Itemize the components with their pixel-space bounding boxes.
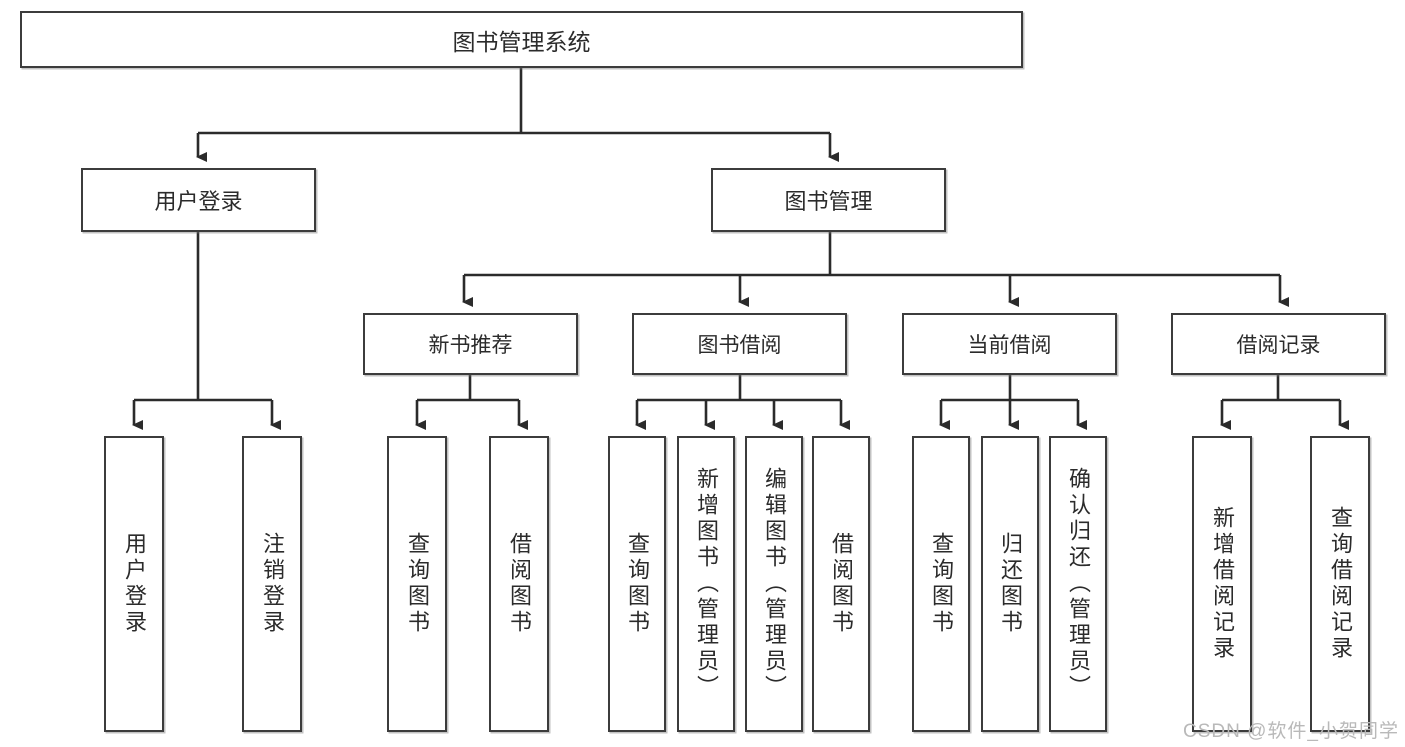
leaf-label: 注销登录: [260, 532, 285, 636]
watermark-csdn: CSDN @软件_小贺同学: [1183, 721, 1399, 742]
leaf-label: 新增图书（管理员）: [694, 467, 719, 701]
node-label: 图书管理系统: [452, 28, 591, 55]
node-book-management[interactable]: 图书管理: [711, 168, 946, 232]
leaf-current-borrow-return-book[interactable]: 归还图书: [981, 436, 1039, 732]
leaf-label: 新增借阅记录: [1210, 506, 1235, 662]
leaf-label: 用户登录: [122, 532, 147, 636]
leaf-user-login-login[interactable]: 用户登录: [104, 436, 164, 732]
node-new-book-recommend[interactable]: 新书推荐: [363, 313, 578, 375]
leaf-current-borrow-query-book[interactable]: 查询图书: [912, 436, 970, 732]
leaf-label: 查询借阅记录: [1328, 506, 1353, 662]
leaf-book-borrow-add-book-admin[interactable]: 新增图书（管理员）: [677, 436, 735, 732]
node-borrow-records[interactable]: 借阅记录: [1171, 313, 1386, 375]
node-label: 当前借阅: [967, 334, 1052, 357]
leaf-label: 编辑图书（管理员）: [762, 467, 787, 701]
leaf-book-borrow-edit-book-admin[interactable]: 编辑图书（管理员）: [745, 436, 803, 732]
leaf-label: 借阅图书: [829, 532, 854, 636]
leaf-current-borrow-confirm-return-admin[interactable]: 确认归还（管理员）: [1049, 436, 1107, 732]
leaf-borrow-records-query-record[interactable]: 查询借阅记录: [1310, 436, 1370, 732]
node-label: 用户登录: [154, 189, 243, 214]
leaf-label: 归还图书: [998, 532, 1023, 636]
leaf-label: 借阅图书: [507, 532, 532, 636]
leaf-label: 查询图书: [625, 532, 650, 636]
leaf-borrow-records-add-record[interactable]: 新增借阅记录: [1192, 436, 1252, 732]
node-label: 图书借阅: [697, 334, 782, 357]
node-current-borrow[interactable]: 当前借阅: [902, 313, 1117, 375]
leaf-label: 确认归还（管理员）: [1066, 467, 1091, 701]
node-book-borrow[interactable]: 图书借阅: [632, 313, 847, 375]
leaf-book-borrow-borrow-book[interactable]: 借阅图书: [812, 436, 870, 732]
node-label: 借阅记录: [1236, 334, 1321, 357]
leaf-label: 查询图书: [405, 532, 430, 636]
node-root-library-management-system[interactable]: 图书管理系统: [20, 11, 1023, 68]
leaf-book-borrow-query-book[interactable]: 查询图书: [608, 436, 666, 732]
leaf-label: 查询图书: [929, 532, 954, 636]
leaf-user-login-logout[interactable]: 注销登录: [242, 436, 302, 732]
leaf-new-book-borrow-book[interactable]: 借阅图书: [489, 436, 549, 732]
node-user-login[interactable]: 用户登录: [81, 168, 316, 232]
node-label: 图书管理: [784, 189, 873, 214]
leaf-new-book-query-book[interactable]: 查询图书: [387, 436, 447, 732]
node-label: 新书推荐: [428, 334, 513, 357]
